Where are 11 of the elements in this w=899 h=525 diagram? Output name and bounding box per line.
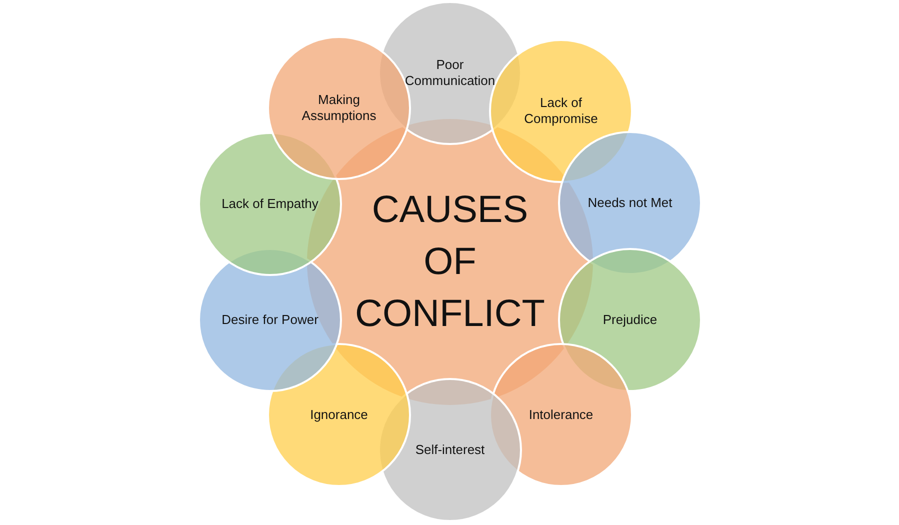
cause-label: Lack of Compromise (523, 95, 599, 127)
cause-label: Prejudice (602, 312, 658, 328)
cause-label: Making Assumptions (300, 92, 378, 124)
cause-label: Self-interest (415, 442, 485, 458)
cause-label: Intolerance (528, 407, 594, 423)
cause-label: Poor Communication (404, 57, 496, 89)
cause-label: Ignorance (310, 407, 368, 423)
cause-label: Desire for Power (222, 312, 318, 328)
cause-label: Needs not Met (588, 195, 672, 211)
central-heading: CAUSES OF CONFLICT (354, 188, 546, 337)
cause-label: Lack of Empathy (222, 196, 318, 212)
